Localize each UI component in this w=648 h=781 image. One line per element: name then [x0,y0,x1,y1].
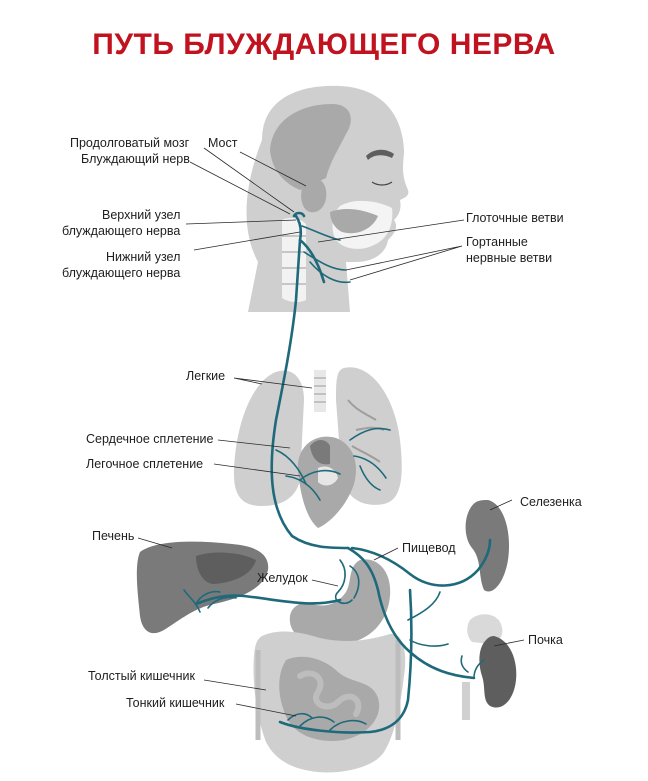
label-laryngeal-2: нервные ветви [466,251,552,265]
label-esophagus: Пищевод [402,541,456,555]
eyebrow [366,149,394,160]
heart-illustration [297,436,356,528]
label-pharyngeal: Глоточные ветви [466,211,564,225]
page-title: ПУТЬ БЛУЖДАЮЩЕГО НЕРВА [92,28,556,61]
label-pons: Мост [208,136,238,150]
label-stomach: Желудок [257,571,308,585]
label-upper-ganglion-2: блуждающего нерва [62,224,180,238]
label-lungs: Легкие [186,369,225,383]
ear [301,177,327,213]
label-small-intestine: Тонкий кишечник [126,696,225,710]
label-cardiac-plexus: Сердечное сплетение [86,432,214,446]
kidney-illustration [462,614,517,720]
label-liver: Печень [92,529,134,543]
intestines-illustration [253,631,406,773]
labels: Продолговатый мозг Мост Блуждающий нерв … [62,136,582,710]
label-pulmonary-plexus: Легочное сплетение [86,457,203,471]
liver-illustration [136,541,269,634]
eye [371,181,393,186]
spine-cervical [282,217,306,303]
ureter [462,682,470,720]
label-laryngeal-1: Гортанные [466,235,528,249]
spleen-illustration [465,500,510,592]
label-kidney: Почка [528,633,563,647]
label-vagus: Блуждающий нерв [81,152,190,166]
trachea [314,370,326,412]
label-lower-ganglion-2: блуждающего нерва [62,266,180,280]
label-spleen: Селезенка [520,495,582,509]
label-medulla: Продолговатый мозг [70,136,190,150]
leader-lines [137,147,525,717]
vagus-nerve-paths [183,211,492,734]
label-lower-ganglion-1: Нижний узел [106,250,180,264]
label-upper-ganglion-1: Верхний узел [102,208,180,222]
label-large-intestine: Толстый кишечник [88,669,195,683]
